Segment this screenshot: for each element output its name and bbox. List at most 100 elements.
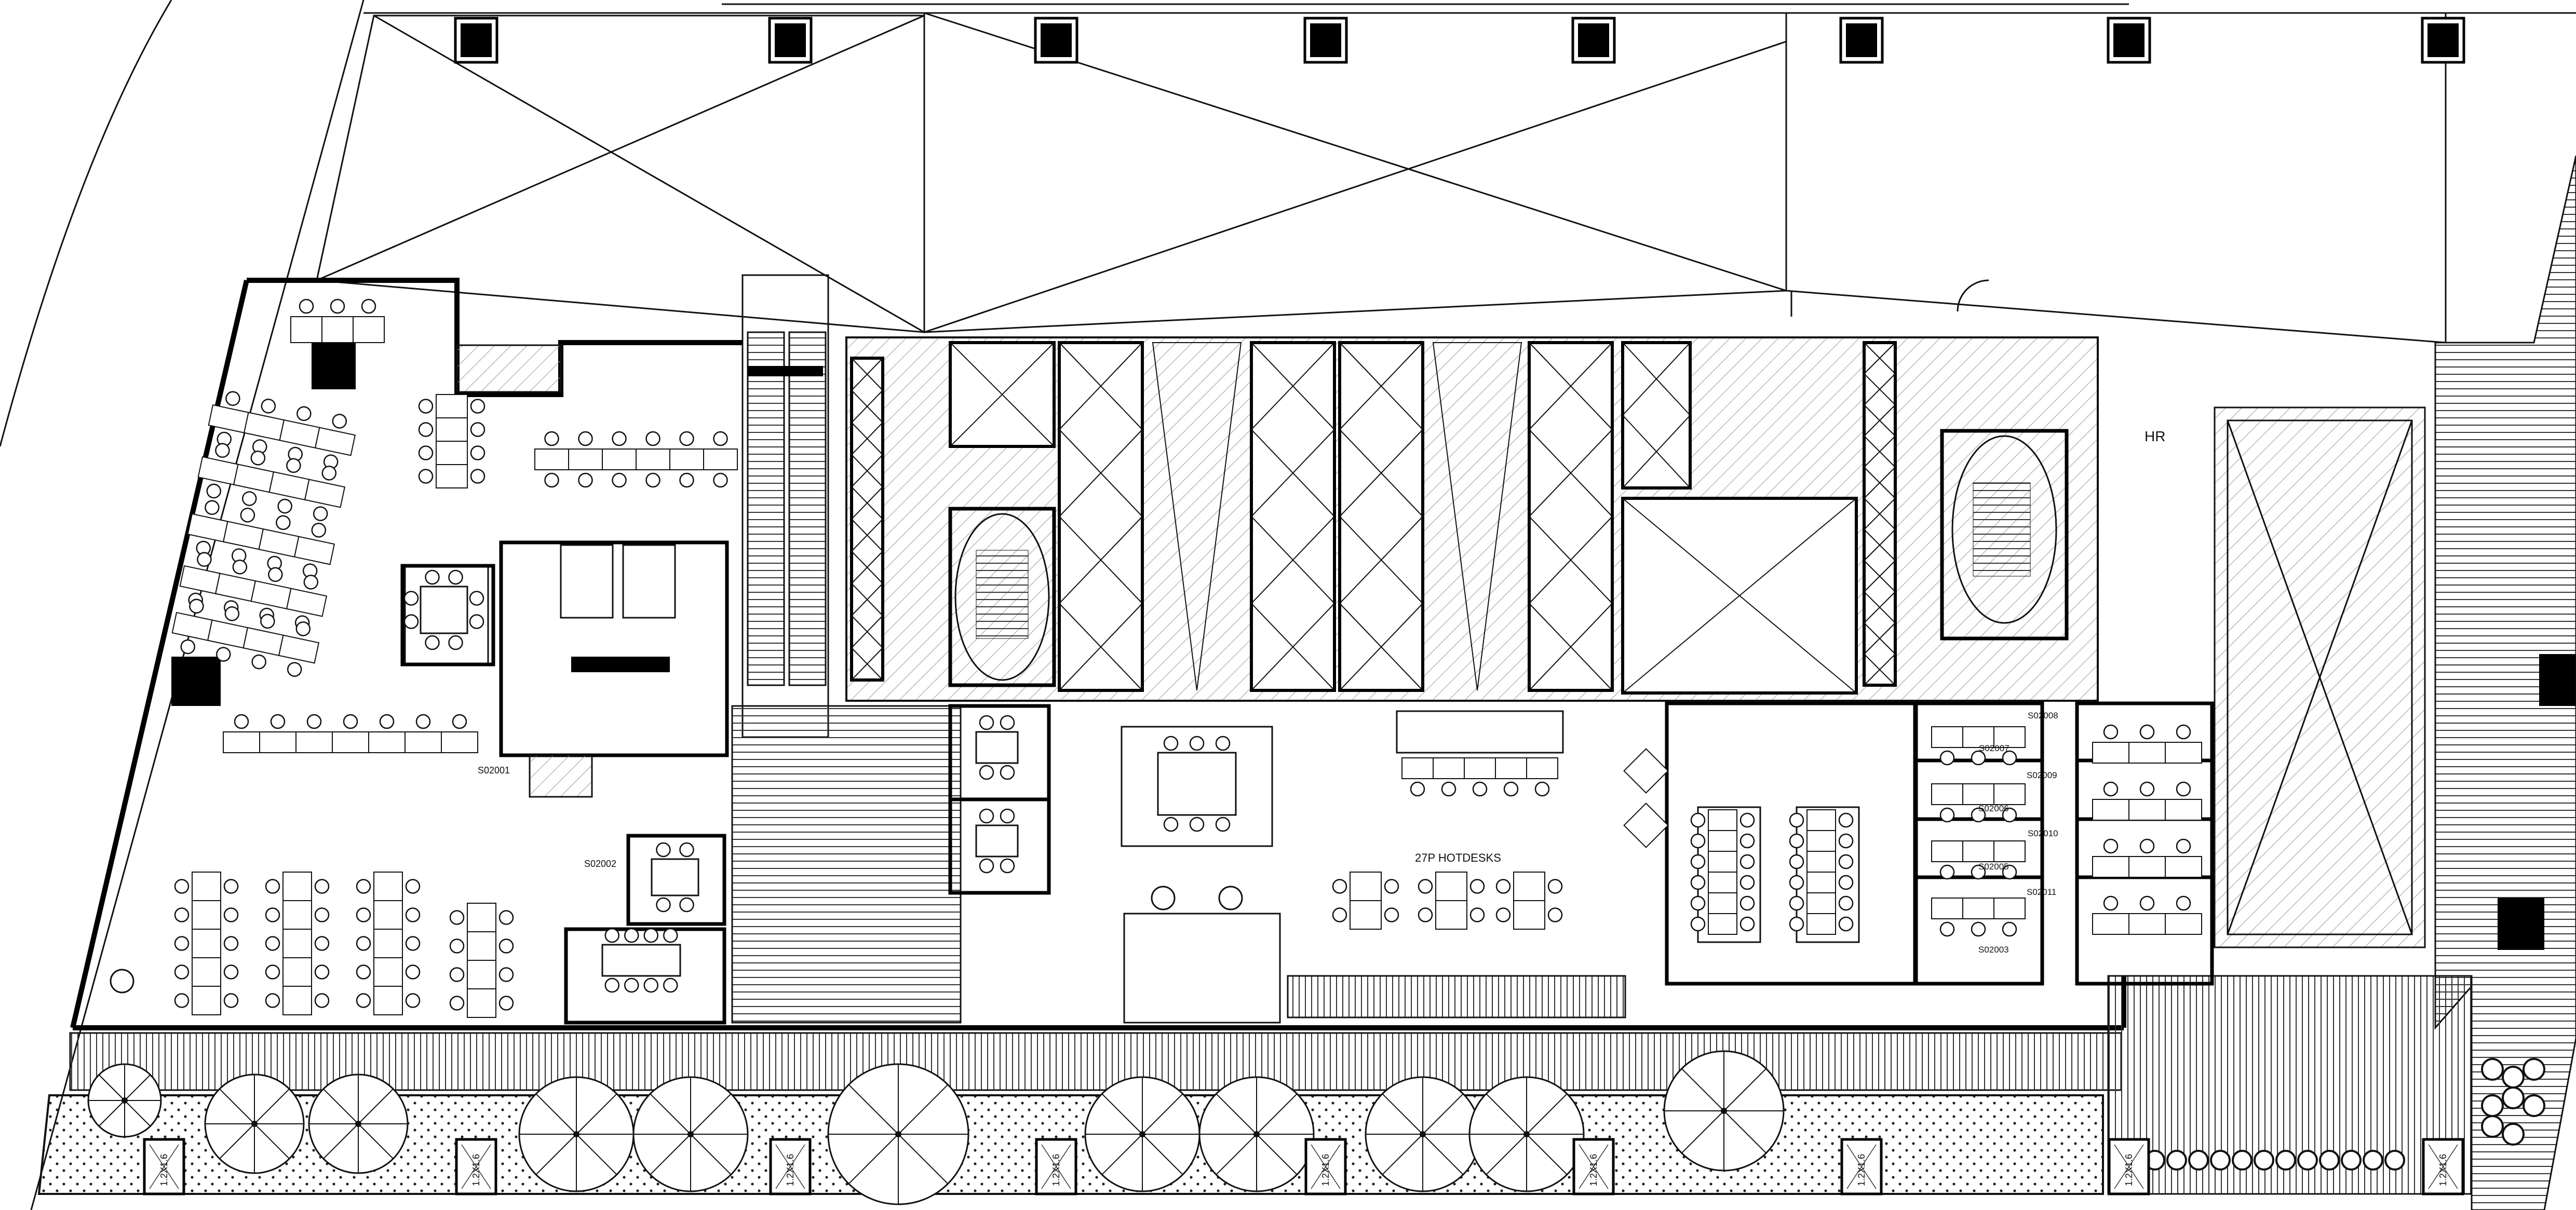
desk [282,929,312,958]
hotdesks-label: 27P HOTDESKS [1415,851,1501,864]
desk [286,588,328,617]
shaft-cross [851,422,883,455]
chair [1441,781,1456,797]
desk [268,471,310,500]
shaft-cross [1529,516,1613,604]
chair [449,967,465,982]
column [171,657,221,706]
tree [204,1073,305,1174]
chair [1838,833,1854,849]
column-bottom: 1.2X1.6 [1304,1138,1347,1195]
shaft-cross [1339,429,1423,517]
tree [1365,1076,1481,1192]
chair [250,451,266,466]
column-fill [775,23,806,57]
column-fill [1310,23,1341,57]
shrub-outline [2275,1150,2296,1171]
chair [1971,864,1986,880]
chair [1838,854,1854,869]
desk [1708,892,1737,914]
shaft-cross [1622,342,1691,416]
shaft [949,341,1056,448]
chair [287,662,302,677]
chair [206,483,222,499]
desk [192,929,221,958]
shaft [1621,497,1858,695]
desk [290,316,322,343]
tree-branch [576,1134,617,1175]
chair [578,431,593,446]
shrub [2523,1058,2545,1081]
chair [1690,916,1706,932]
desk [293,536,335,565]
desk [636,448,670,470]
desk [1708,851,1737,873]
desk [2092,799,2129,821]
chair [225,391,240,406]
tree [1663,1050,1785,1172]
chair [1789,895,1804,911]
shaft-outline [850,357,884,682]
desk [436,464,468,488]
shaft-cross [1864,591,1896,623]
tree-branch [1216,1134,1257,1175]
chair [2002,750,2017,766]
desk [1435,900,1467,930]
desk [259,731,296,753]
corridor-band [69,1032,2122,1091]
desk [2165,799,2202,821]
tree [827,1063,969,1205]
chair [1739,916,1755,932]
tree-branch [1526,1093,1568,1135]
chair [265,879,280,894]
chair [356,993,371,1008]
shaft-cross [851,390,883,423]
chair [215,443,230,458]
chair [261,399,276,414]
chair [604,928,619,943]
desk [1806,872,1836,893]
chair [356,936,371,951]
column-size-label: 1.2X1.6 [1856,1154,1867,1186]
upper-void-area [316,12,2447,344]
cafe-table [1623,748,1669,794]
workstation-cluster [187,500,335,578]
desk [1495,757,1527,779]
tree-branch [1422,1134,1464,1175]
chair [1410,781,1425,797]
chair [418,399,434,414]
chair [295,621,311,636]
shrub [2481,1058,2504,1081]
column-cross [1846,1144,1877,1189]
column-cross [461,1144,491,1189]
tree-branch [650,1134,691,1175]
desk [467,903,496,932]
chair [286,458,301,473]
tree-branch [1681,1110,1724,1154]
chair [1332,879,1347,894]
shaft-cross [1864,436,1896,468]
floor-outline [70,278,2126,1030]
chair [643,928,658,943]
shrub-outline [2254,1150,2274,1171]
shaft-cross [1059,516,1143,604]
desk [2092,913,2129,935]
shaft-outline [1058,341,1144,692]
shaft-cross [1864,560,1896,592]
desk [295,731,333,753]
desk [1513,872,1545,901]
desk [282,872,312,901]
desk [282,957,312,987]
chair [332,414,347,429]
desk [436,441,468,465]
chair [276,515,291,531]
chair [679,431,694,446]
desk [1708,872,1737,893]
desk [279,419,320,448]
tree-branch [98,1074,125,1101]
column-fill [461,23,492,57]
round-table [110,969,134,994]
tree-branch [1486,1134,1527,1175]
shrub [2188,1150,2209,1171]
shrub-outline [2166,1150,2187,1171]
